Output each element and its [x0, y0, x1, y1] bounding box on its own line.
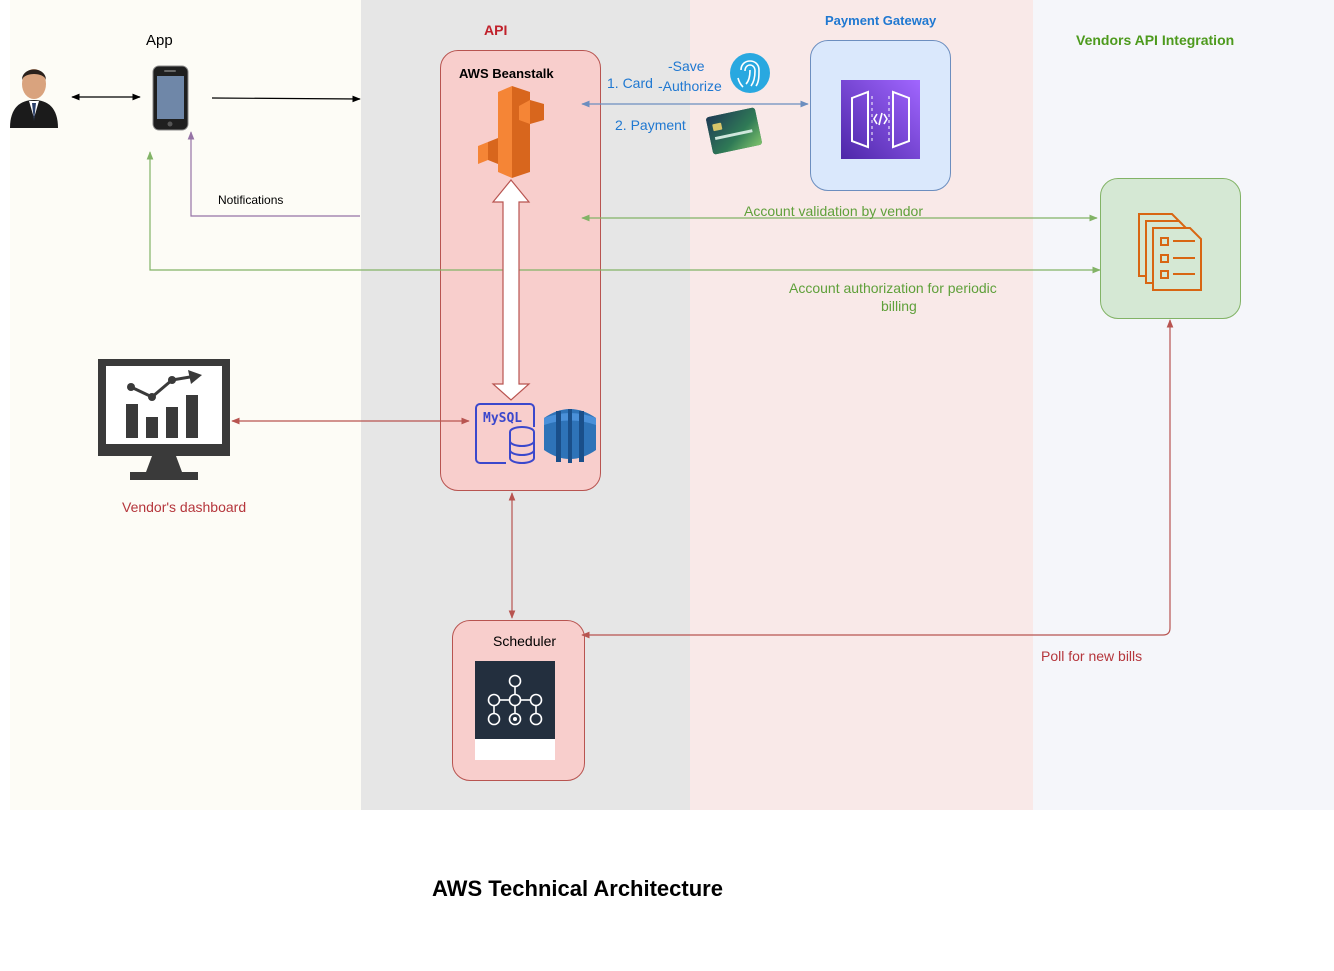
- diagram-title: AWS Technical Architecture: [432, 876, 723, 901]
- vendors-api-box: [1100, 178, 1241, 319]
- account-authorization-label-line2: billing: [881, 298, 917, 314]
- vendors-api-label: Vendors API Integration: [1076, 32, 1235, 48]
- beanstalk-label: AWS Beanstalk: [459, 66, 554, 81]
- api-zone-label: API: [484, 22, 508, 38]
- app-label: App: [146, 32, 173, 49]
- poll-bills-label: Poll for new bills: [1041, 648, 1143, 664]
- user-icon: [10, 69, 58, 128]
- smartphone-icon: [152, 65, 189, 131]
- api-gateway-icon: [841, 80, 920, 159]
- scheduler-label: Scheduler: [493, 633, 557, 649]
- account-validation-label: Account validation by vendor: [744, 203, 923, 219]
- mysql-label: MySQL: [483, 411, 523, 426]
- account-authorization-edge: [146, 151, 1101, 274]
- fingerprint-icon: [730, 53, 770, 93]
- authorize-label: -Authorize: [658, 78, 722, 94]
- scheduler-icon: [475, 661, 555, 760]
- dashboard-icon: [98, 359, 230, 480]
- credit-card-icon: [706, 107, 762, 155]
- documents-icon: [1138, 213, 1202, 291]
- mysql-icon: [475, 403, 536, 465]
- rds-database-icon: [544, 409, 596, 463]
- notifications-label: Notifications: [218, 193, 284, 207]
- account-authorization-label: Account authorization for periodic: [789, 280, 997, 296]
- save-label: -Save: [668, 58, 705, 74]
- app-api-edge: [211, 95, 361, 103]
- vendor-dashboard-label: Vendor's dashboard: [122, 499, 247, 515]
- beanstalk-mysql-edge: [491, 179, 531, 401]
- payment-label: 2. Payment: [615, 117, 686, 133]
- aws-beanstalk-icon: [478, 86, 544, 178]
- poll-bills-edge: [581, 319, 1174, 639]
- payment-gateway-label: Payment Gateway: [825, 13, 937, 28]
- card-label: 1. Card: [607, 75, 653, 91]
